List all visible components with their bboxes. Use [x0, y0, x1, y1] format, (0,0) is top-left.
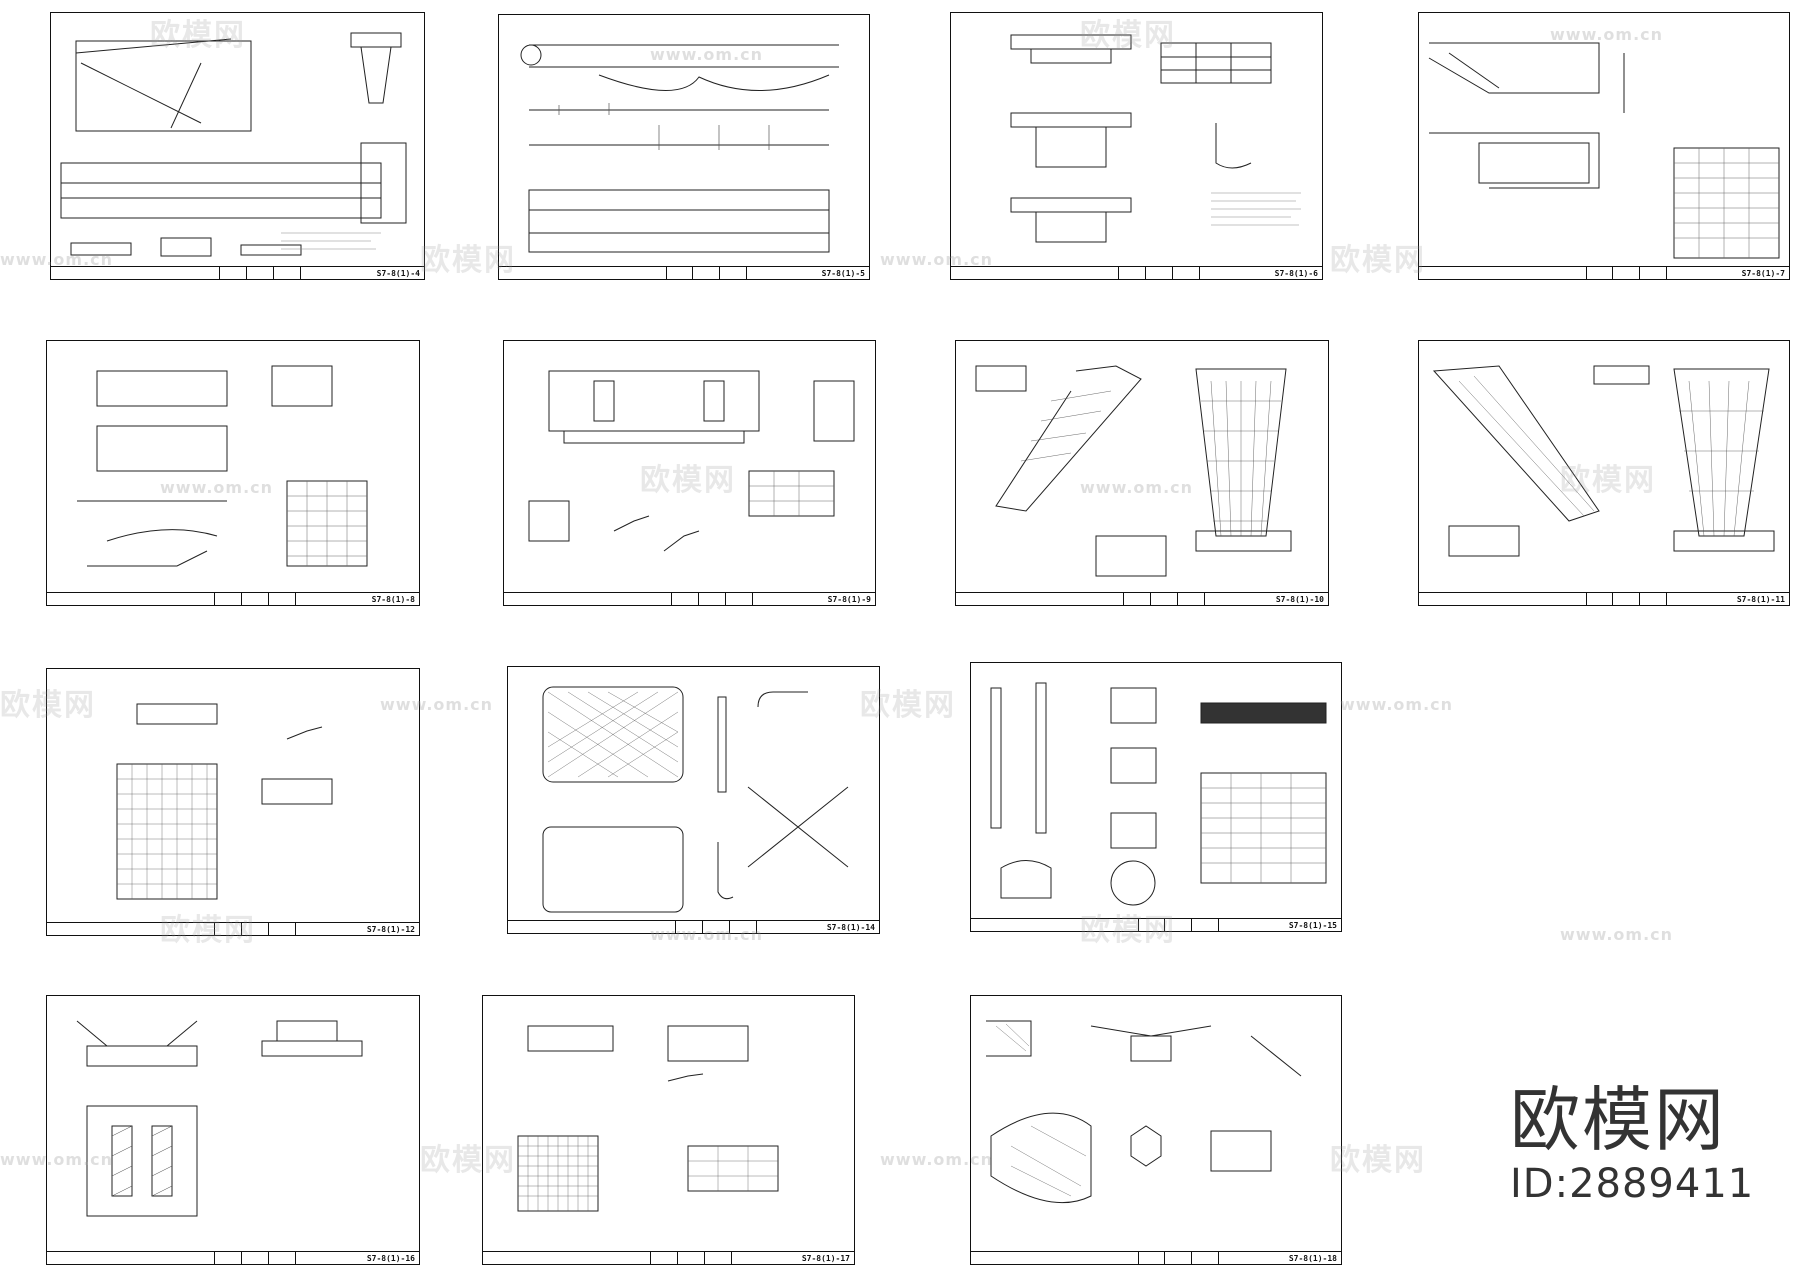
sheet-drawing — [116, 703, 333, 900]
drawing-sheet[interactable]: S7-8(1)-5 — [498, 14, 870, 280]
sheet-drawing — [1432, 365, 1775, 557]
title-block: S7-8(1)-11 — [1419, 592, 1789, 605]
sheet-code: S7-8(1)-6 — [1274, 268, 1318, 278]
sheet-code: S7-8(1)-16 — [366, 1253, 415, 1263]
title-block: S7-8(1)-6 — [951, 266, 1322, 279]
drawing-sheet[interactable]: S7-8(1)-7 — [1418, 12, 1790, 280]
title-block: S7-8(1)-7 — [1419, 266, 1789, 279]
sheet-code: S7-8(1)-12 — [366, 924, 415, 934]
drawing-sheet[interactable]: S7-8(1)-4 — [50, 12, 425, 280]
sheet-drawing — [975, 365, 1292, 577]
sheet-drawing — [528, 370, 855, 552]
watermark-url: www.om.cn — [1340, 695, 1454, 714]
drawing-sheet[interactable]: S7-8(1)-15 — [970, 662, 1342, 932]
sheet-code: S7-8(1)-15 — [1288, 920, 1337, 930]
drawing-sheet[interactable]: S7-8(1)-6 — [950, 12, 1323, 280]
sheet-code: S7-8(1)-9 — [827, 594, 871, 604]
sheet-drawing — [986, 1020, 1302, 1204]
sheet-drawing — [76, 1020, 363, 1217]
drawing-sheet[interactable]: S7-8(1)-8 — [46, 340, 420, 606]
sheet-drawing — [990, 682, 1327, 906]
title-block: S7-8(1)-8 — [47, 592, 419, 605]
sheet-code: S7-8(1)-10 — [1275, 594, 1324, 604]
drawing-sheet[interactable]: S7-8(1)-16 — [46, 995, 420, 1265]
sheet-drawing — [77, 365, 368, 567]
sheet-code: S7-8(1)-14 — [826, 922, 875, 932]
drawing-sheet[interactable]: S7-8(1)-17 — [482, 995, 855, 1265]
watermark-url: www.om.cn — [1560, 925, 1674, 944]
sheet-drawing — [1428, 42, 1780, 259]
model-id: ID:2889411 — [1510, 1161, 1755, 1207]
drawing-sheet[interactable]: S7-8(1)-11 — [1418, 340, 1790, 606]
title-block: S7-8(1)-18 — [971, 1251, 1341, 1264]
sheet-code: S7-8(1)-18 — [1288, 1253, 1337, 1263]
sheet-code: S7-8(1)-11 — [1736, 594, 1785, 604]
sheet-drawing — [517, 1025, 779, 1212]
watermark-text: 欧模网 — [1330, 243, 1426, 278]
brand-name: 欧模网 — [1510, 1079, 1726, 1161]
drawing-sheet[interactable]: S7-8(1)-12 — [46, 668, 420, 936]
title-block: S7-8(1)-5 — [499, 266, 869, 279]
sheet-code: S7-8(1)-7 — [1741, 268, 1785, 278]
drawing-sheet[interactable]: S7-8(1)-14 — [507, 666, 880, 934]
brand-block: 欧模网 ID:2889411 — [1510, 1080, 1790, 1208]
sheet-code: S7-8(1)-4 — [376, 268, 420, 278]
sheet-drawing — [520, 44, 839, 253]
drawing-sheet[interactable]: S7-8(1)-9 — [503, 340, 876, 606]
drawing-sheet[interactable]: S7-8(1)-18 — [970, 995, 1342, 1265]
title-block: S7-8(1)-12 — [47, 922, 419, 935]
title-block: S7-8(1)-17 — [483, 1251, 854, 1264]
title-block: S7-8(1)-16 — [47, 1251, 419, 1264]
title-block: S7-8(1)-15 — [971, 918, 1341, 931]
sheet-drawing — [60, 32, 407, 257]
title-block: S7-8(1)-9 — [504, 592, 875, 605]
sheet-drawing — [542, 686, 849, 913]
drawing-sheet[interactable]: S7-8(1)-10 — [955, 340, 1329, 606]
title-block: S7-8(1)-4 — [51, 266, 424, 279]
title-block: S7-8(1)-10 — [956, 592, 1328, 605]
title-block: S7-8(1)-14 — [508, 920, 879, 933]
sheet-code: S7-8(1)-8 — [371, 594, 415, 604]
sheet-code: S7-8(1)-17 — [801, 1253, 850, 1263]
sheet-drawing — [1010, 34, 1301, 243]
sheet-code: S7-8(1)-5 — [821, 268, 865, 278]
watermark-text: 欧模网 — [1330, 1143, 1426, 1178]
